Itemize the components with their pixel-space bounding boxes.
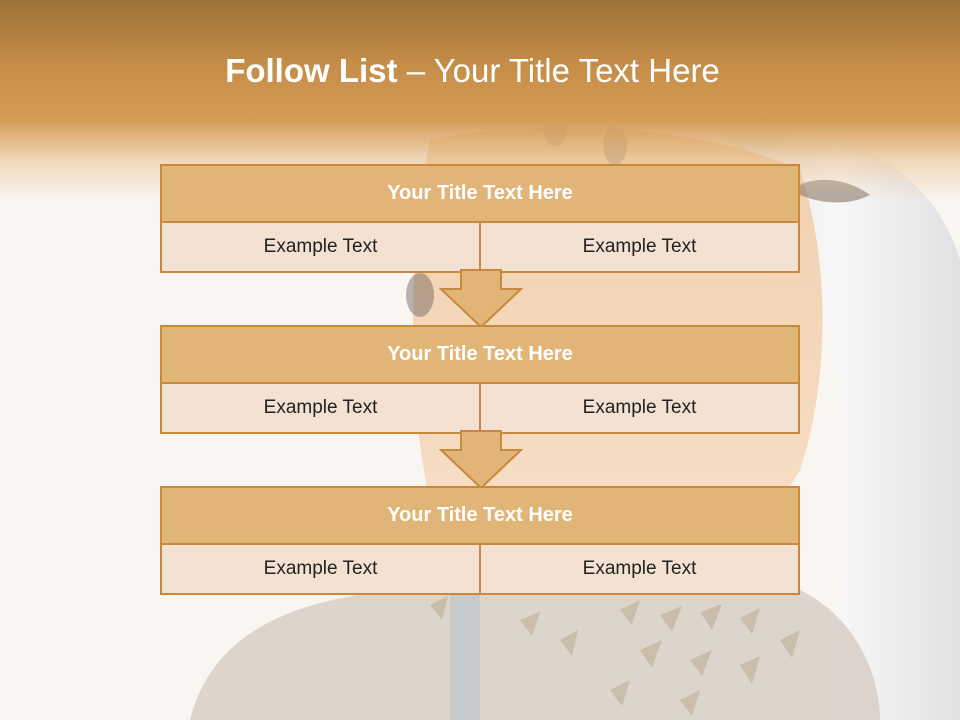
block-row: Example Text Example Text <box>162 384 798 432</box>
block-row: Example Text Example Text <box>162 545 798 593</box>
block-title: Your Title Text Here <box>162 488 798 545</box>
block-cell-left: Example Text <box>263 236 378 257</box>
list-block-3: Your Title Text Here Example Text Exampl… <box>160 486 800 595</box>
block-cell-left: Example Text <box>263 397 378 418</box>
block-title: Your Title Text Here <box>162 327 798 384</box>
block-cell-right: Example Text <box>479 384 798 432</box>
block-title: Your Title Text Here <box>162 166 798 223</box>
block-cell-right: Example Text <box>479 545 798 593</box>
list-block-1: Your Title Text Here Example Text Exampl… <box>160 164 800 273</box>
title-bold: Follow List <box>225 52 398 89</box>
down-arrow-icon <box>439 430 523 490</box>
down-arrow-icon <box>439 269 523 329</box>
block-cell-left: Example Text <box>263 558 378 579</box>
list-block-2: Your Title Text Here Example Text Exampl… <box>160 325 800 434</box>
title-rest: – Your Title Text Here <box>397 52 720 89</box>
block-cell-right: Example Text <box>479 223 798 271</box>
slide-title: Follow List – Your Title Text Here <box>0 52 945 90</box>
block-row: Example Text Example Text <box>162 223 798 271</box>
